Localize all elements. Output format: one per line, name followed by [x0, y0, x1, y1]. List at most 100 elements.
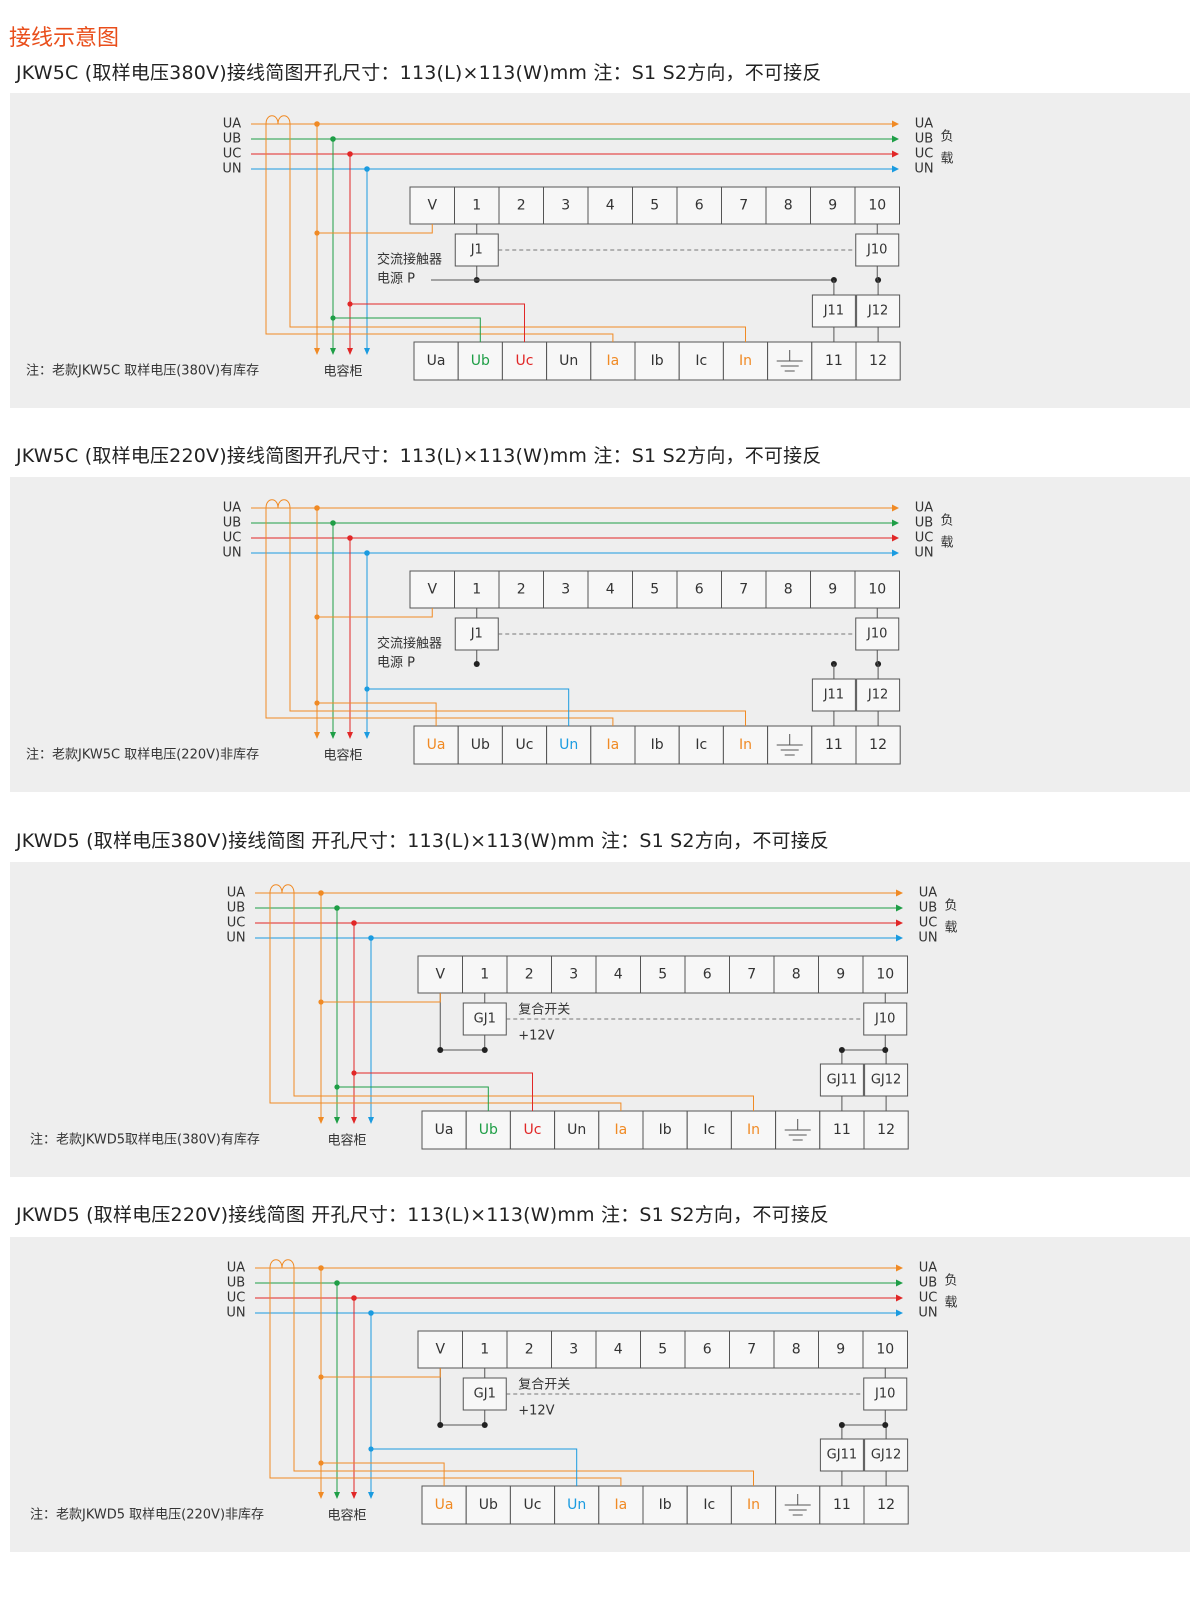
- page-title: 接线示意图: [9, 26, 120, 51]
- junction-dot: [437, 1422, 444, 1428]
- relay-11-label: GJ11: [827, 1073, 857, 1088]
- bottom-terminal-Ua: [421, 1110, 467, 1150]
- bottom-terminal-label: 12: [877, 1497, 895, 1513]
- load-label-UB: UB: [919, 1276, 937, 1291]
- bottom-terminal-label: Ub: [471, 353, 490, 369]
- top-terminal-label: 7: [747, 967, 756, 983]
- bus-label-UC: UC: [227, 1291, 246, 1306]
- bus-label-UN: UN: [222, 162, 241, 177]
- relay-first-label: J1: [470, 243, 483, 258]
- top-terminal-label: 2: [525, 967, 534, 983]
- bottom-terminal-12: [855, 341, 901, 381]
- junction-dot: [481, 1047, 488, 1053]
- drop-arrow-C: [351, 1117, 357, 1124]
- bus-arrow-N: [892, 549, 899, 557]
- bottom-terminal-label: Ub: [471, 737, 490, 753]
- bottom-terminal-label: Un: [567, 1497, 586, 1513]
- top-terminal-label: V: [427, 198, 437, 214]
- bottom-terminal-label: Ic: [703, 1122, 715, 1138]
- bus-arrow-C: [896, 1294, 903, 1302]
- cabinet-label: 电容柜: [327, 1508, 366, 1524]
- drop-arrow-N: [368, 1492, 374, 1499]
- bus-label-UN: UN: [222, 546, 241, 561]
- cabinet-label: 电容柜: [323, 364, 362, 380]
- junction-dot: [838, 1047, 845, 1053]
- bus-arrow-B: [892, 135, 899, 143]
- junction-dot: [347, 301, 353, 307]
- bottom-terminal-label: In: [739, 353, 752, 369]
- top-terminal-label: 3: [561, 582, 570, 598]
- top-terminal-3: [551, 955, 597, 994]
- relay-first-label: GJ1: [474, 1012, 496, 1027]
- relay-12: [856, 294, 901, 328]
- sample-line-ub: [333, 317, 481, 342]
- junction-dot: [882, 1047, 889, 1053]
- diagram-caption-2: JKW5C (取样电压220V)接线简图开孔尺寸：113(L)×113(W)mm…: [16, 445, 822, 467]
- top-terminal-label: 1: [472, 198, 481, 214]
- ct-line-in: [293, 893, 754, 1111]
- bus-arrow-N: [896, 1309, 903, 1317]
- top-terminal-5: [632, 570, 678, 609]
- load-text: 负: [944, 899, 957, 914]
- bottom-terminal-12: [863, 1110, 909, 1150]
- top-terminal-2: [498, 570, 544, 609]
- bottom-terminal-Ia: [590, 725, 636, 765]
- bottom-terminal-label: Ia: [615, 1497, 628, 1513]
- top-terminal-label: 7: [739, 582, 748, 598]
- bus-arrow-B: [896, 904, 903, 912]
- v-supply-line: [317, 608, 433, 618]
- stock-note: 注：老款JKWD5 取样电压(220V)非库存: [30, 1507, 264, 1523]
- junction-dot: [314, 121, 320, 127]
- bottom-terminal-Ua: [413, 725, 459, 765]
- junction-dot: [351, 1070, 357, 1076]
- drop-arrow-C: [351, 1492, 357, 1499]
- ct-line-in: [293, 1268, 754, 1486]
- relay-text: 电源 P: [377, 656, 415, 671]
- junction-dot: [334, 1280, 340, 1286]
- bottom-terminal-label: In: [747, 1497, 760, 1513]
- bus-label-UB: UB: [227, 901, 245, 916]
- v-supply-line: [321, 1368, 441, 1378]
- top-terminal-label: 8: [792, 1342, 801, 1358]
- bottom-terminal-11: [819, 1110, 865, 1150]
- drop-arrow-N: [368, 1117, 374, 1124]
- bottom-terminal-label: In: [747, 1122, 760, 1138]
- load-label-UA: UA: [919, 886, 938, 901]
- top-terminal-1: [462, 955, 508, 994]
- load-text: 载: [944, 921, 957, 936]
- junction-dot: [351, 920, 357, 926]
- v-supply-line: [317, 224, 433, 234]
- top-terminal-label: 1: [480, 1342, 489, 1358]
- bottom-terminal-Ic: [678, 725, 724, 765]
- bus-arrow-C: [896, 919, 903, 927]
- load-label-UC: UC: [915, 531, 934, 546]
- drop-arrow-C: [347, 348, 353, 355]
- drop-arrow-B: [334, 1492, 340, 1499]
- junction-dot: [481, 1422, 488, 1428]
- top-terminal-label: 8: [784, 582, 793, 598]
- relay-last: [855, 617, 900, 651]
- bottom-terminal-12: [863, 1485, 909, 1525]
- relay-text: 复合开关: [518, 1003, 570, 1018]
- ct-line-in: [289, 508, 746, 726]
- bottom-terminal-Ub: [465, 1110, 511, 1150]
- top-terminal-label: 4: [606, 582, 615, 598]
- bottom-terminal-label: 11: [833, 1497, 851, 1513]
- load-text: 载: [944, 1296, 957, 1311]
- bottom-terminal-Ua: [413, 341, 459, 381]
- drop-arrow-A: [314, 732, 320, 739]
- bus-label-UC: UC: [223, 147, 242, 162]
- bottom-terminal-label: In: [739, 737, 752, 753]
- bottom-terminal-Ua: [421, 1485, 467, 1525]
- bottom-terminal-Ic: [678, 341, 724, 381]
- top-terminal-10: [854, 186, 900, 225]
- top-terminal-label: 2: [517, 582, 526, 598]
- junction-dot: [437, 1047, 444, 1053]
- load-label-UC: UC: [915, 147, 934, 162]
- bus-label-UC: UC: [227, 916, 246, 931]
- junction-dot: [318, 999, 324, 1005]
- top-terminal-5: [640, 1330, 686, 1369]
